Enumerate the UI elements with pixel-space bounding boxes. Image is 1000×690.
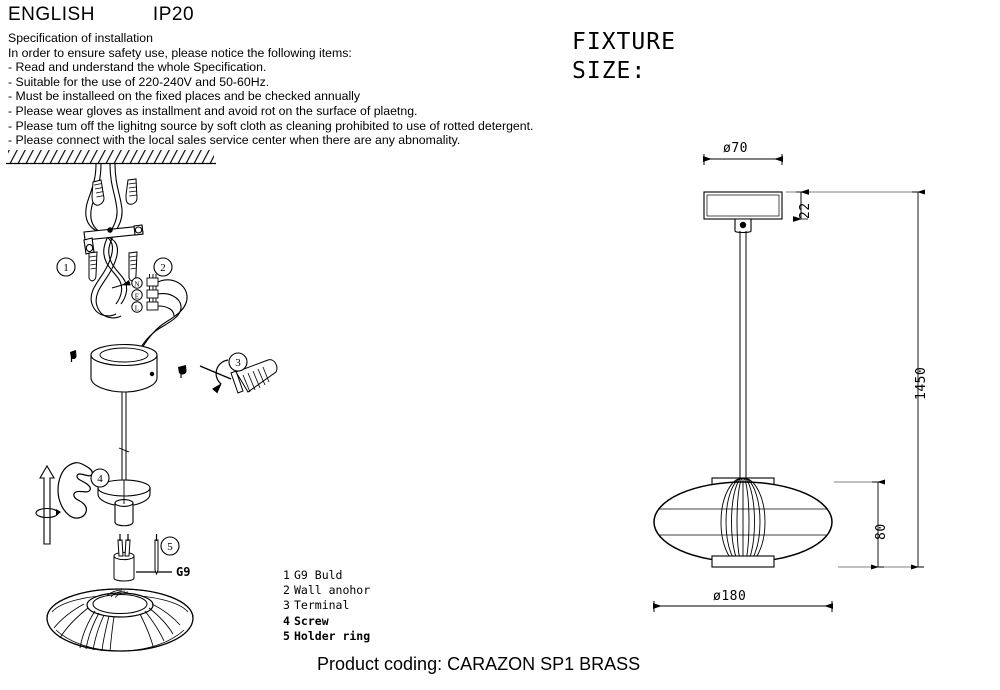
lamp-shade-3d [46,588,194,652]
part-name-5: Holder ring [294,628,371,643]
fixture-size-line-2: SIZE: [572,58,647,84]
screwdriver-icon [199,359,278,394]
parts-list-item-2: 2 Wall anohor [283,583,370,598]
rotate-push-arrow-icon [35,464,61,545]
part-name-2: Wall anohor [294,583,371,598]
canopy-cup [90,343,158,393]
spec-item-1: - Read and understand the whole Specific… [8,60,267,75]
language-header: ENGLISH IP20 [8,4,194,26]
drop-rod-technical [739,231,747,481]
step-number-3: 3 [235,357,241,369]
terminal-label-e: E [135,292,140,300]
parts-list-item-3: 3 Terminal [283,598,370,613]
fixture-size-heading: FIXTURE SIZE: [572,28,676,86]
screw-icon [88,251,138,282]
dim-label-shade-height: 80 [874,523,889,540]
part-name-1: G9 Buld [294,568,343,582]
product-coding-label: Product coding: CARAZON SP1 BRASS [317,654,641,674]
terminal-label-n: N [134,280,140,288]
canopy-screw-icon [70,350,77,362]
supply-wires [85,163,128,319]
technical-fixture-drawing [653,154,926,612]
part-name-4: Screw [294,613,329,628]
step-number-circles [56,257,248,556]
dim-label-canopy-diameter: ø70 [723,141,748,156]
terminal-label-l: L [135,304,139,312]
part-number-3: 3 [283,598,290,613]
dim-label-canopy-height: 22 [798,202,813,219]
wall-anchor-icon [91,178,138,206]
part-number-2: 2 [283,583,290,598]
shade-section-lines [658,508,828,536]
shade-top-plate [711,477,775,490]
drop-rod [118,392,130,490]
language-label: ENGLISH [8,4,95,25]
hand-icon [57,462,93,519]
parts-list: 1 G9 Buld 2 Wall anohor 3 Terminal 4 Screw 5… [283,568,370,644]
g9-bulb-icon [113,534,135,582]
step3-screw-icon [178,365,187,378]
spec-item-5: - Please tum off the lighitng source by … [8,118,534,133]
dim-total-drop [786,189,926,570]
fixture-wires [123,279,188,383]
step-number-4: 4 [97,473,103,485]
holder-ring-icon [154,534,159,576]
dim-label-total-drop: 1450 [914,366,929,400]
parts-list-item-4: 4 Screw [283,614,370,629]
mounting-bracket [83,224,144,255]
terminal-block: N E L [111,274,159,313]
shade-outer-ellipse [653,481,833,563]
parts-list-item-5: 5 Holder ring [283,629,370,644]
part-number-1: 1 [283,568,290,582]
ip-rating-label: IP20 [152,4,195,25]
part-number-5: 5 [283,628,290,643]
shade-bottom-plate [711,555,775,568]
fixture-size-line-1: FIXTURE [572,29,676,55]
spec-item-3: - Must be installeed on the fixed places… [8,89,361,104]
parts-list-item-1: 1 G9 Buld [283,568,370,583]
step-number-1: 1 [63,262,69,274]
part-number-4: 4 [283,613,290,628]
holder-disc [97,479,151,527]
spec-item-6: - Please connect with the local sales se… [8,133,461,148]
step-number-5: 5 [167,541,173,553]
g9-bulb-label: G9 [176,565,191,579]
shade-inner-core [720,477,766,567]
dim-label-shade-diameter: ø180 [713,589,747,604]
step-number-2: 2 [160,262,166,274]
spec-item-2: - Suitable for the use of 220-240V and 5… [8,74,270,89]
spec-item-4: - Please wear gloves as installment and … [8,103,418,118]
specification-block: Specification of installation In order t… [8,31,548,148]
part-name-3: Terminal [294,598,350,613]
spec-title: Specification of installation [8,31,153,45]
canopy-plate [703,191,783,234]
spec-intro: In order to ensure safety use, please no… [8,45,352,60]
ceiling-hatching [6,150,216,165]
